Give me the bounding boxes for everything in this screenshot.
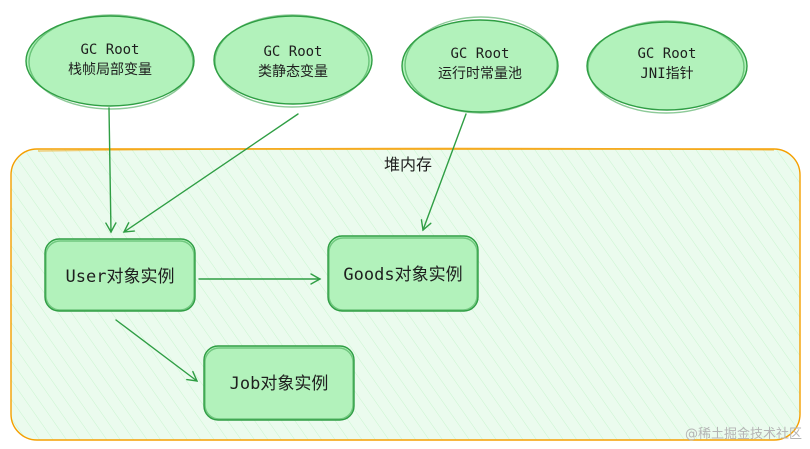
gc-root-class-static: GC Root 类静态变量 [213, 14, 373, 108]
gc-root-jni-pointer: GC Root JNI指针 [586, 20, 748, 114]
gc-root-runtime-constant-pool: GC Root 运行时常量池 [401, 16, 559, 114]
gc-root-title: GC Root [80, 42, 139, 58]
heap-label: 堆内存 [384, 155, 432, 174]
gc-root-title: GC Root [263, 44, 322, 60]
gc-root-label: JNI指针 [640, 66, 693, 82]
goods-object-label: Goods对象实例 [343, 265, 462, 285]
user-object-node: User对象实例 [44, 238, 196, 312]
gc-root-title: GC Root [450, 46, 509, 62]
arrow-stack-frame-to-user [105, 107, 117, 234]
arrow-class-static-to-user [122, 113, 299, 233]
gc-root-label: 运行时常量池 [438, 66, 522, 82]
user-object-label: User对象实例 [66, 267, 175, 287]
job-object-node: Job对象实例 [203, 345, 355, 421]
gc-root-title: GC Root [637, 46, 696, 62]
arrow-user-to-job [115, 319, 199, 382]
arrow-constant-pool-to-goods [420, 113, 467, 232]
gc-root-label: 类静态变量 [258, 64, 328, 80]
gc-root-stack-frame: GC Root 栈帧局部变量 [25, 14, 195, 110]
gc-root-label: 栈帧局部变量 [68, 62, 152, 78]
job-object-label: Job对象实例 [230, 374, 329, 394]
reference-arrows [105, 107, 467, 382]
watermark: @稀土掘金技术社区 [685, 426, 802, 442]
goods-object-node: Goods对象实例 [327, 235, 479, 312]
